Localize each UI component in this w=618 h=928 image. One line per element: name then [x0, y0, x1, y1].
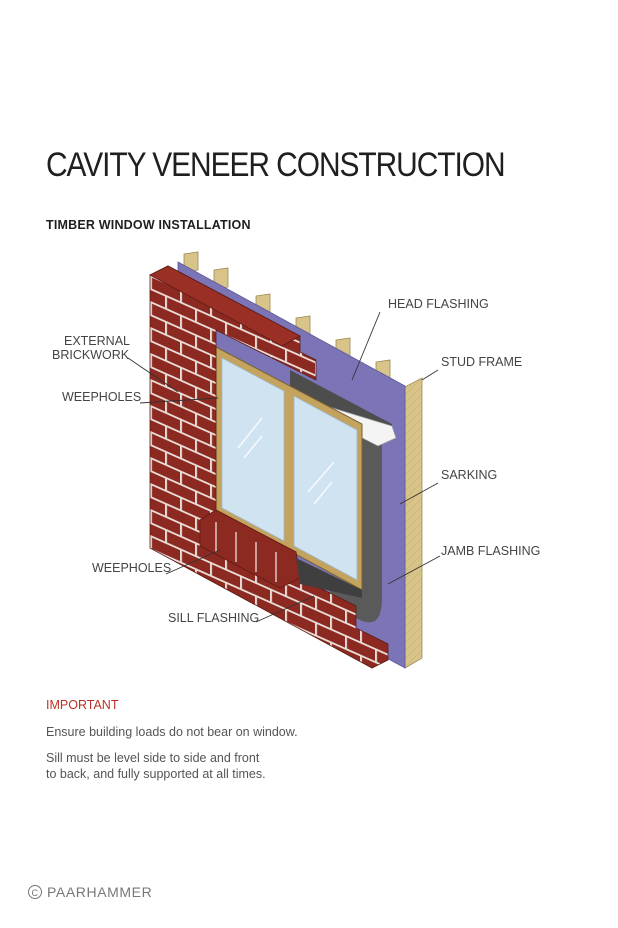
brand-footer: C PAARHAMMER [28, 884, 152, 900]
brick-sill-joints [215, 522, 277, 582]
copyright-icon: C [28, 885, 42, 899]
note-building-loads: Ensure building loads do not bear on win… [46, 725, 298, 739]
important-heading: IMPORTANT [46, 698, 119, 712]
window-glass-left [221, 357, 285, 542]
window-installation-diagram: HEAD FLASHING STUD FRAME EXTERNAL BRICKW… [52, 251, 540, 669]
leader-lines [127, 311, 441, 623]
brick-top-course [149, 265, 301, 347]
glass-glints [237, 417, 335, 505]
sill-flashing [296, 558, 362, 598]
note-sill-level: Sill must be level side to side and fron… [46, 751, 266, 781]
label-sarking: SARKING [441, 468, 497, 482]
page-title: CAVITY VENEER CONSTRUCTION [46, 146, 506, 184]
label-stud-frame: STUD FRAME [441, 355, 522, 369]
label-sill-flashing: SILL FLASHING [168, 611, 259, 625]
jamb-flashing [330, 418, 382, 623]
label-weepholes-lower: WEEPHOLES [92, 561, 171, 575]
label-external-brickwork-2: BRICKWORK [52, 348, 130, 362]
label-external-brickwork-1: EXTERNAL [64, 334, 130, 348]
brand-name: PAARHAMMER [47, 884, 153, 900]
label-jamb-flashing: JAMB FLASHING [441, 544, 540, 558]
page-subtitle: TIMBER WINDOW INSTALLATION [46, 218, 251, 232]
label-head-flashing: HEAD FLASHING [388, 297, 489, 311]
window-glass-right [293, 395, 358, 581]
stud-frame-side [404, 377, 423, 669]
label-weepholes-upper: WEEPHOLES [62, 390, 141, 404]
